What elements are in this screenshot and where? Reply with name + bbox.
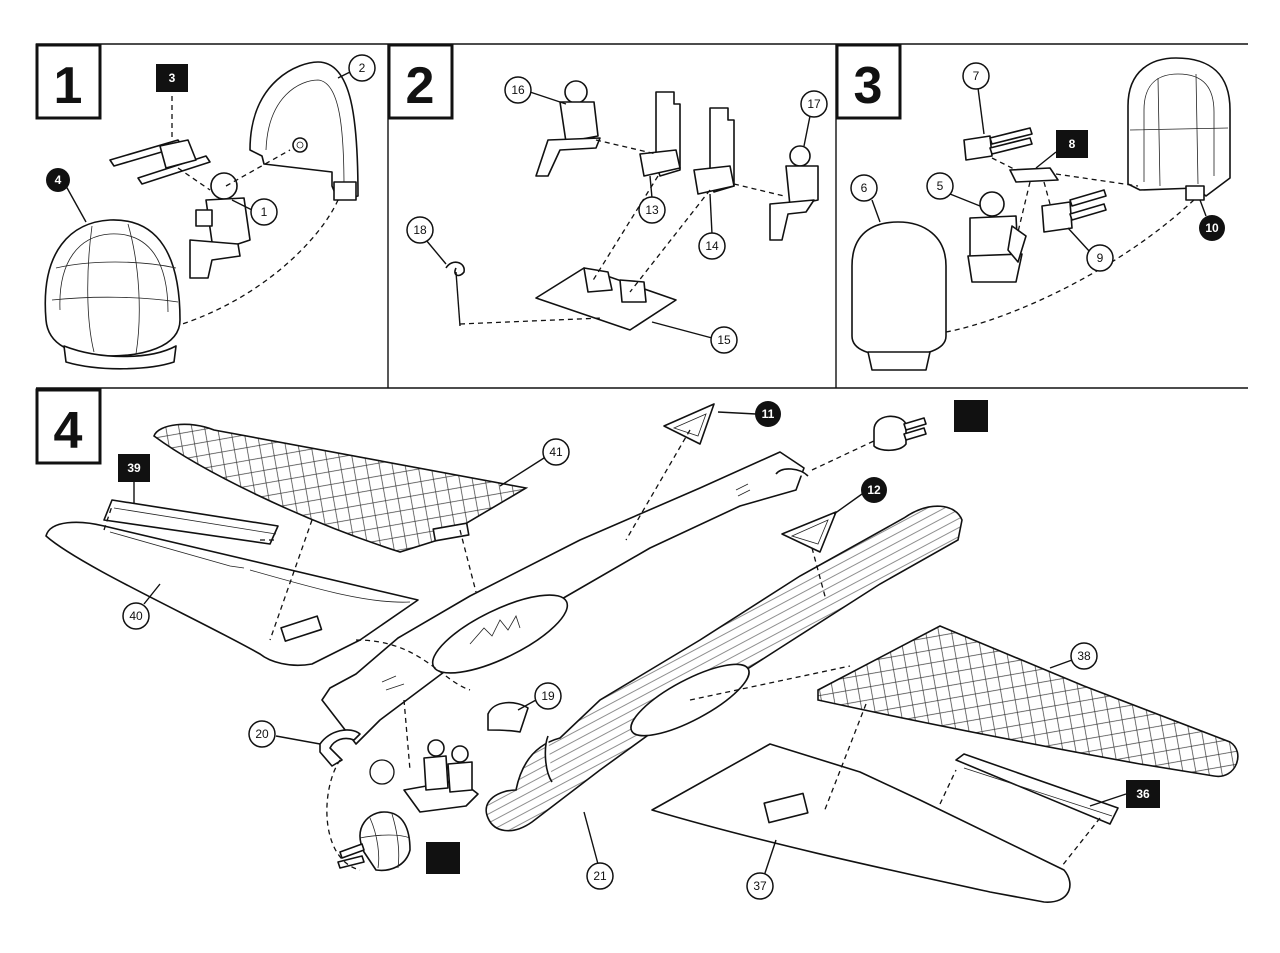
mount-part-8-drawing [1009, 167, 1059, 183]
top-turret-part-drawing [873, 415, 927, 452]
callout-4: 4 [46, 168, 87, 223]
callout-18-label: 18 [413, 223, 427, 237]
callout-2-label: 2 [359, 61, 366, 75]
callout-18: 18 [406, 216, 447, 265]
callout-9: 9 [1067, 227, 1114, 272]
callout-39-label: 39 [127, 461, 141, 475]
step2-illustration: 16 17 13 14 15 18 [406, 76, 828, 354]
callout-21-label: 21 [593, 869, 607, 883]
callout-10: 10 [1199, 199, 1225, 241]
callout-15: 15 [651, 321, 738, 354]
callout-39: 39 [118, 454, 150, 504]
callout-20: 20 [248, 720, 321, 748]
upper-wing-38-drawing [817, 625, 1239, 778]
callout-1-label: 1 [261, 205, 268, 219]
callout-37-label: 37 [753, 879, 767, 893]
part-20-drawing [319, 729, 361, 767]
gunner-figure-5-drawing [967, 191, 1027, 283]
callout-11: 11 [717, 401, 781, 427]
part-19-drawing [487, 701, 529, 733]
callout-1: 1 [231, 198, 278, 226]
upper-wing-41-drawing [153, 423, 529, 553]
step-number-4: 4 [54, 402, 83, 460]
nose-turret-drawing [337, 811, 411, 872]
gunner-figure-drawing [189, 172, 251, 279]
step-badge-1: 1 [35, 43, 102, 120]
window-part-12-drawing [781, 511, 837, 553]
turret-part-6-drawing [851, 221, 947, 371]
callout-3-label: 3 [169, 71, 176, 85]
step-number-3: 3 [854, 57, 883, 115]
callout-9-label: 9 [1097, 251, 1104, 265]
aileron-36-drawing [955, 753, 1119, 825]
pilots-assembly-drawing [403, 739, 479, 813]
callout-19: 19 [517, 682, 562, 711]
fuselage-left-half-drawing [321, 451, 809, 745]
callout-21: 21 [583, 811, 614, 890]
callout-4-label: 4 [55, 173, 62, 187]
callout-20-label: 20 [255, 727, 269, 741]
step1-illustration: 3 2 1 4 [44, 54, 376, 370]
step-number-1: 1 [54, 57, 83, 115]
step-badge-3: 3 [835, 43, 902, 120]
callout-8: 8 [1035, 130, 1088, 169]
lower-wing-37-drawing [651, 743, 1071, 903]
callout-7: 7 [962, 62, 990, 135]
callout-12-label: 12 [867, 483, 881, 497]
callout-5-label: 5 [937, 179, 944, 193]
callout-6: 6 [850, 174, 881, 223]
lower-wing-40-drawing [45, 521, 419, 667]
step-number-2: 2 [406, 57, 435, 115]
step3-illustration: 7 8 6 5 9 10 [850, 57, 1231, 371]
gun-part-3-drawing [109, 139, 211, 185]
callout-40: 40 [122, 583, 161, 630]
step-badge-4: 4 [35, 388, 102, 465]
callout-16-label: 16 [511, 83, 525, 97]
callout-13-label: 13 [645, 203, 659, 217]
turret-frame-part-10-drawing [1127, 57, 1231, 201]
callout-17-label: 17 [807, 97, 821, 111]
pilot-figure-16-drawing [535, 80, 601, 177]
window-part-11-drawing [663, 403, 715, 445]
step-badge-2: 2 [387, 43, 454, 120]
floor-15-drawing [535, 267, 677, 331]
callout-5: 5 [926, 172, 981, 207]
callout-38-label: 38 [1077, 649, 1091, 663]
callout-38: 38 [1049, 642, 1098, 670]
pilot-figure-17-drawing [769, 145, 819, 241]
callout-8-label: 8 [1069, 137, 1076, 151]
step4-illustration: 11 12 41 39 40 20 19 [45, 400, 1239, 903]
top-turret-black-marker [954, 400, 988, 432]
turret-dome-part-4-drawing [44, 219, 181, 370]
callout-19-label: 19 [541, 689, 555, 703]
callout-2: 2 [337, 54, 376, 82]
seat-14-drawing [693, 107, 735, 195]
turret-frame-part-2-drawing [249, 61, 359, 201]
callout-14-label: 14 [705, 239, 719, 253]
callout-36-label: 36 [1136, 787, 1150, 801]
callout-14: 14 [698, 193, 726, 260]
callout-37: 37 [746, 839, 777, 900]
aileron-39-drawing [103, 499, 279, 545]
callout-36: 36 [1089, 780, 1160, 808]
callout-11-label: 11 [762, 407, 775, 421]
callout-40-label: 40 [129, 609, 143, 623]
callout-6-label: 6 [861, 181, 868, 195]
nose-turret-black-marker [426, 842, 460, 874]
gun-part-7-drawing [963, 127, 1033, 161]
callout-7-label: 7 [973, 69, 980, 83]
callout-10-label: 10 [1205, 221, 1219, 235]
callout-17: 17 [800, 90, 828, 147]
callout-13: 13 [638, 175, 666, 224]
callout-3: 3 [156, 64, 188, 92]
callout-41: 41 [499, 438, 570, 487]
seat-13-drawing [639, 91, 681, 177]
callout-15-label: 15 [717, 333, 731, 347]
callout-12: 12 [833, 477, 887, 515]
control-stick-18-drawing [445, 261, 465, 327]
callout-41-label: 41 [549, 445, 563, 459]
callout-16: 16 [504, 76, 567, 105]
gun-part-9-drawing [1041, 189, 1107, 233]
